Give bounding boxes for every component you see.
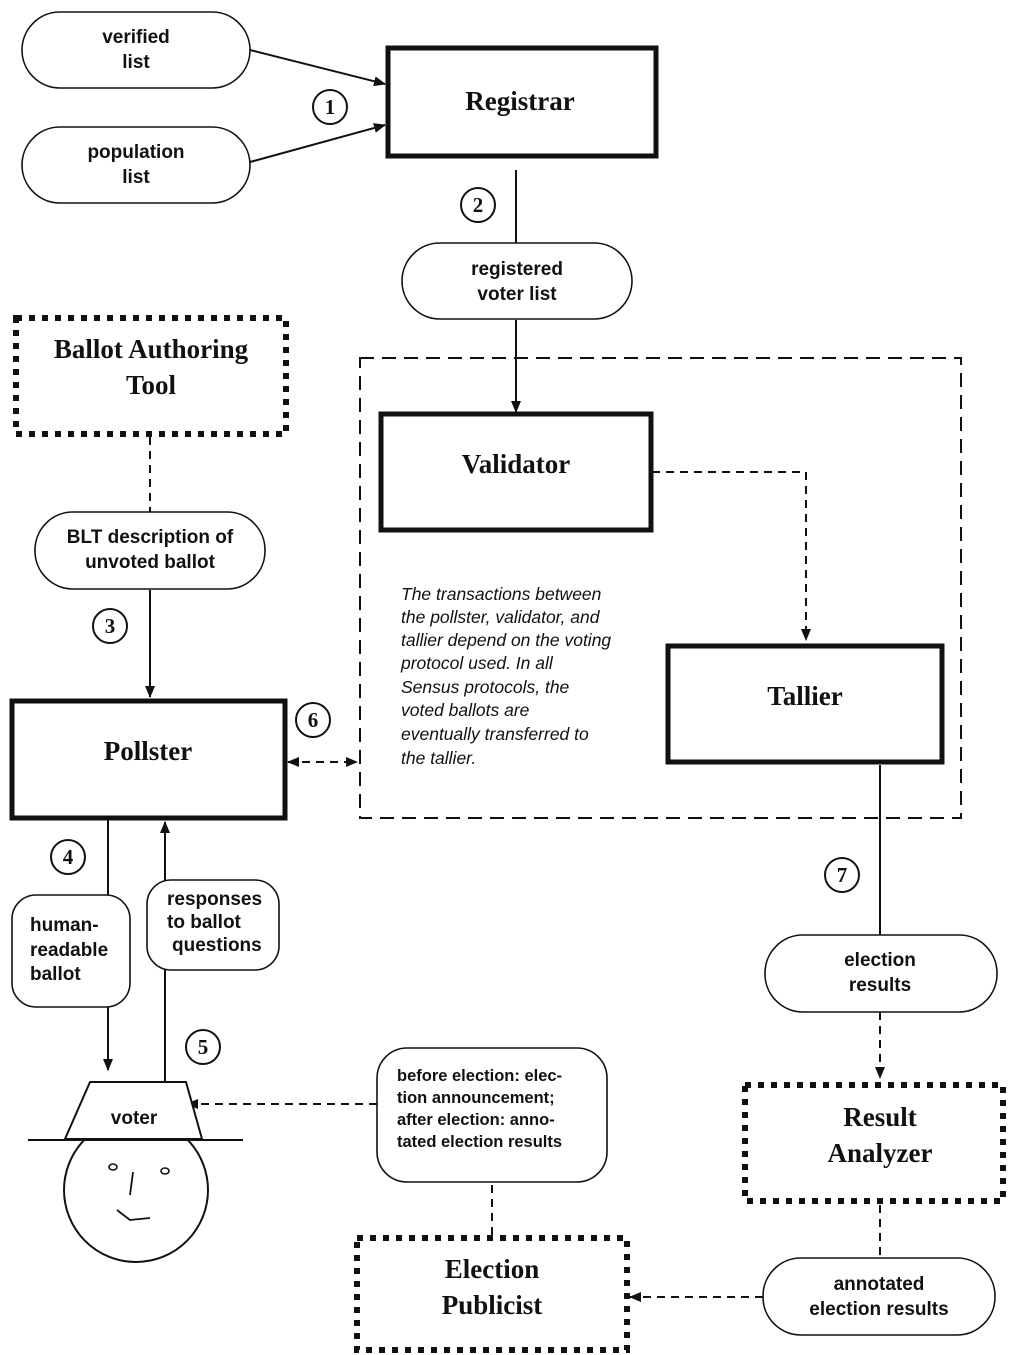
voter-left-eye bbox=[108, 1163, 118, 1171]
result-analyzer-label-line-2: Analyzer bbox=[828, 1138, 933, 1168]
blt-description-line-1: BLT description of bbox=[67, 527, 234, 548]
note-line-5: Sensus protocols, the bbox=[401, 677, 570, 697]
step-2-label: 2 bbox=[473, 193, 484, 217]
step-6-label: 6 bbox=[308, 708, 319, 732]
pollster-box: Pollster bbox=[9, 698, 288, 821]
registrar-box: Registrar bbox=[385, 45, 659, 159]
note-line-1: The transactions between bbox=[401, 584, 601, 604]
step-2-marker: 2 bbox=[460, 187, 496, 223]
step-1-marker: 1 bbox=[312, 89, 348, 125]
step-5-label: 5 bbox=[198, 1035, 209, 1059]
human-readable-ballot-pill: human- readable ballot bbox=[11, 894, 131, 1008]
result-analyzer-label-line-1: Result bbox=[843, 1102, 917, 1132]
step-1-label: 1 bbox=[325, 95, 336, 119]
tallier-box: Tallier bbox=[665, 643, 945, 765]
population-list-line-1: population bbox=[87, 142, 184, 163]
human-readable-ballot-line-3: ballot bbox=[30, 964, 81, 985]
protocol-note: The transactions between the pollster, v… bbox=[400, 584, 611, 768]
human-readable-ballot-line-2: readable bbox=[30, 940, 108, 961]
announcement-line-3: after election: anno- bbox=[397, 1111, 555, 1129]
validator-box: Validator bbox=[378, 411, 654, 533]
note-line-6: voted ballots are bbox=[401, 700, 530, 720]
election-results-pill: election results bbox=[764, 934, 998, 1013]
announcement-line-4: tated election results bbox=[397, 1133, 562, 1151]
step-4-label: 4 bbox=[63, 845, 74, 869]
election-publicist-box: Election Publicist bbox=[354, 1235, 630, 1353]
ballot-authoring-label-line-1: Ballot Authoring bbox=[54, 334, 249, 364]
step-3-marker: 3 bbox=[92, 608, 128, 644]
population-to-registrar-arrow bbox=[249, 123, 386, 163]
verified-list-pill: verified list bbox=[21, 11, 251, 89]
pollster-label: Pollster bbox=[104, 736, 192, 766]
step-7-marker: 7 bbox=[824, 857, 860, 893]
registered-voter-list-line-2: voter list bbox=[477, 284, 557, 305]
announcement-line-2: tion announcement; bbox=[397, 1089, 555, 1107]
election-publicist-label-line-2: Publicist bbox=[442, 1290, 543, 1320]
blt-description-pill: BLT description of unvoted ballot bbox=[34, 511, 266, 590]
responses-line-2: to ballot bbox=[167, 912, 242, 933]
verified-list-line-1: verified bbox=[102, 27, 170, 48]
election-publicist-label-line-1: Election bbox=[445, 1254, 540, 1284]
responses-line-1: responses bbox=[167, 889, 262, 910]
note-line-8: the tallier. bbox=[401, 748, 476, 768]
step-7-label: 7 bbox=[837, 863, 848, 887]
registered-voter-list-line-1: registered bbox=[471, 259, 563, 280]
voter-mouth bbox=[116, 1209, 151, 1221]
blt-description-line-2: unvoted ballot bbox=[85, 552, 216, 573]
voter-figure: voter bbox=[28, 1081, 243, 1263]
note-line-4: protocol used. In all bbox=[400, 653, 554, 673]
responses-pill: responses to ballot questions bbox=[146, 879, 280, 971]
step-4-marker: 4 bbox=[50, 839, 86, 875]
tallier-label: Tallier bbox=[767, 681, 843, 711]
ballot-authoring-label-line-2: Tool bbox=[126, 370, 177, 400]
step-3-label: 3 bbox=[105, 614, 116, 638]
validator-label: Validator bbox=[462, 449, 571, 479]
human-readable-ballot-line-1: human- bbox=[30, 915, 99, 936]
voter-right-eye bbox=[160, 1167, 170, 1175]
note-line-3: tallier depend on the voting bbox=[401, 630, 611, 650]
validator-to-tallier-arrow bbox=[652, 471, 811, 641]
verified-list-line-2: list bbox=[122, 52, 150, 73]
step-5-marker: 5 bbox=[185, 1029, 221, 1065]
note-line-2: the pollster, validator, and bbox=[401, 607, 601, 627]
ballot-authoring-tool-box: Ballot Authoring Tool bbox=[13, 315, 289, 437]
election-results-line-2: results bbox=[849, 975, 911, 996]
verified-to-registrar-arrow bbox=[249, 49, 386, 87]
voter-nose bbox=[129, 1171, 134, 1196]
registered-voter-list-pill: registered voter list bbox=[401, 242, 633, 320]
announcement-line-1: before election: elec- bbox=[397, 1067, 562, 1085]
voter-label: voter bbox=[111, 1108, 158, 1129]
announcement-pill: before election: elec- tion announcement… bbox=[376, 1047, 608, 1183]
annotated-results-line-2: election results bbox=[809, 1299, 948, 1320]
annotated-results-line-1: annotated bbox=[834, 1274, 925, 1295]
protocol-boundary bbox=[359, 357, 962, 819]
registrar-label: Registrar bbox=[465, 86, 574, 116]
step-6-marker: 6 bbox=[295, 702, 331, 738]
responses-line-3: questions bbox=[172, 935, 262, 956]
population-list-line-2: list bbox=[122, 167, 150, 188]
note-line-7: eventually transferred to bbox=[401, 724, 589, 744]
annotated-results-pill: annotated election results bbox=[762, 1257, 996, 1336]
election-results-line-1: election bbox=[844, 950, 916, 971]
population-list-pill: population list bbox=[21, 126, 251, 204]
result-analyzer-box: Result Analyzer bbox=[742, 1082, 1006, 1204]
